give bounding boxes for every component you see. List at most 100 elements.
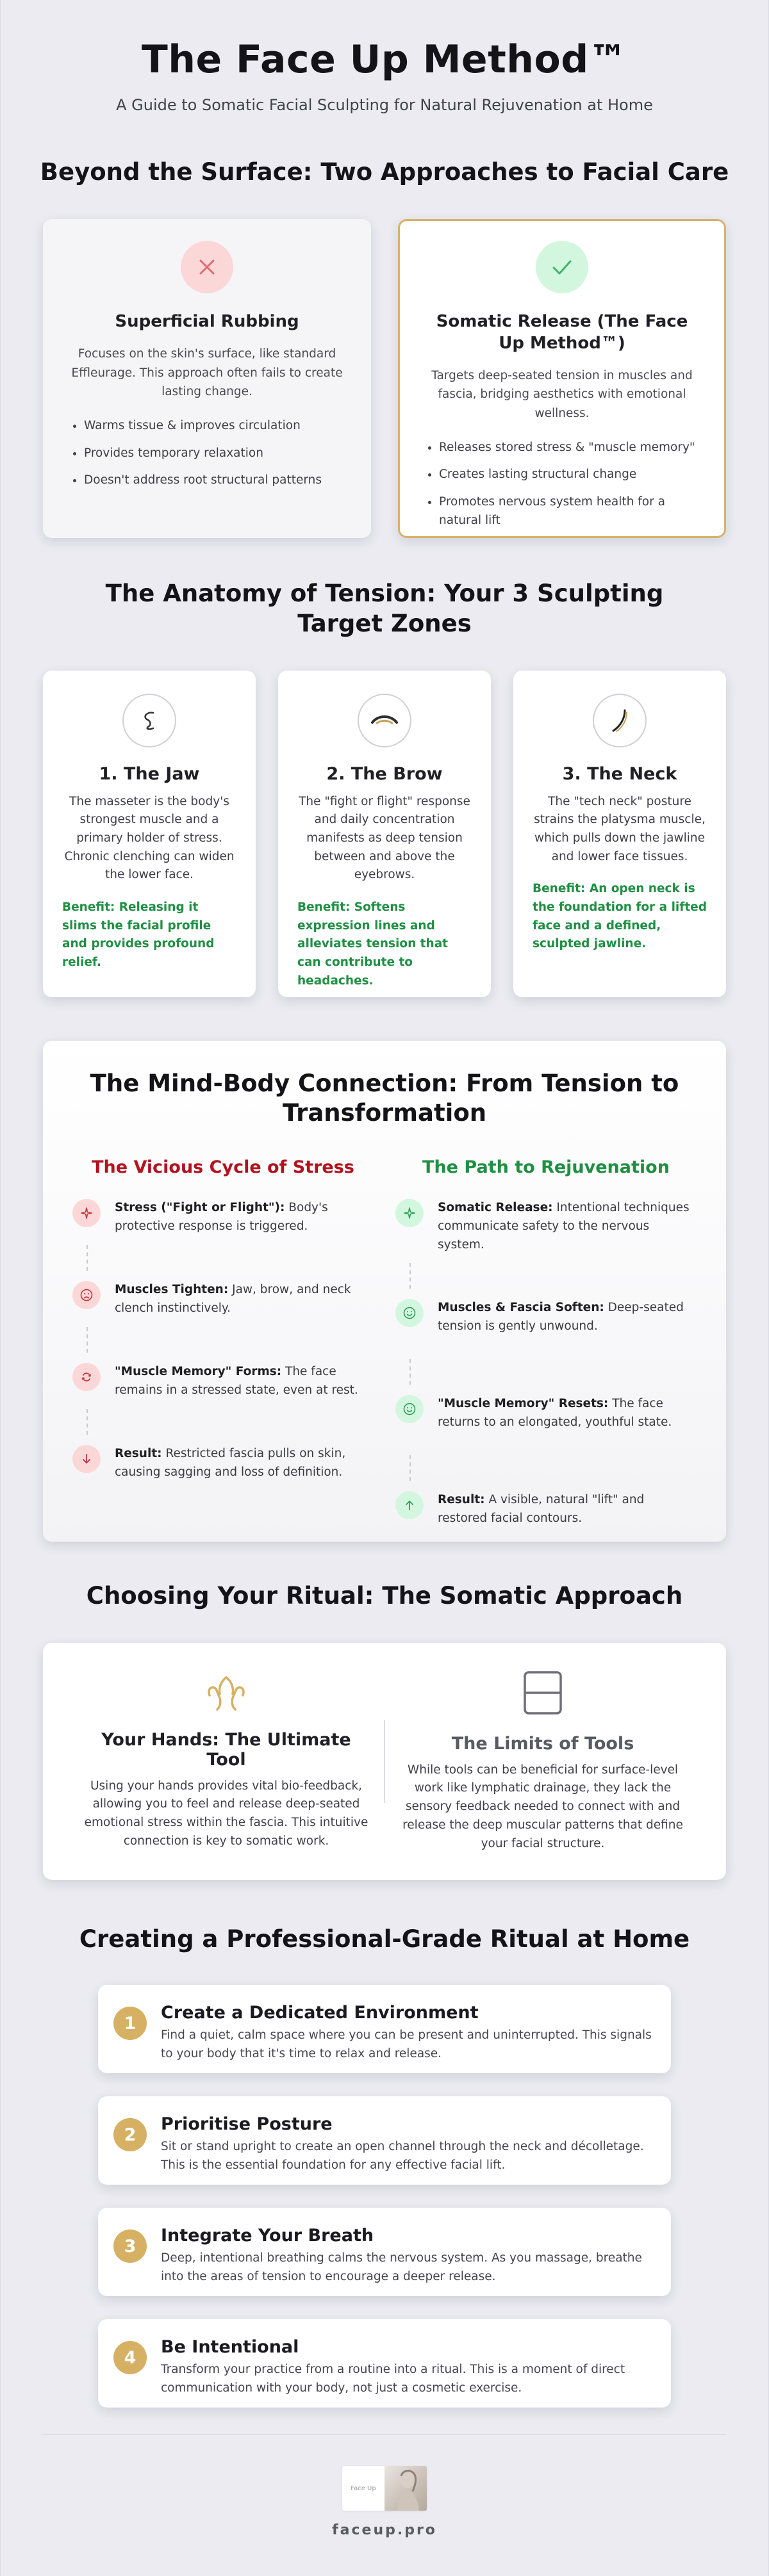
- superficial-description: Focuses on the skin's surface, like stan…: [71, 347, 343, 399]
- zone-description: The "tech neck" posture strains the plat…: [534, 794, 706, 863]
- footer-divider: [43, 2434, 726, 2436]
- logo-photo: [384, 2466, 427, 2511]
- x-icon: [181, 241, 233, 294]
- home-ritual-step: 4 Be Intentional Transform your practice…: [98, 2319, 671, 2408]
- home-ritual-step: 3 Integrate Your Breath Deep, intentiona…: [98, 2208, 671, 2297]
- zone-title: 3. The Neck: [562, 763, 677, 784]
- zone-card-brow: 2. The Brow The "fight or flight" respon…: [278, 670, 491, 997]
- mind-body-title: The Mind-Body Connection: From Tension t…: [90, 1069, 679, 1127]
- mind-body-card: The Mind-Body Connection: From Tension t…: [43, 1040, 726, 1542]
- page-subtitle: A Guide to Somatic Facial Sculpting for …: [116, 96, 653, 114]
- step-number-badge: 3: [113, 2230, 147, 2263]
- approaches-row: Superficial Rubbing Focuses on the skin'…: [43, 219, 726, 539]
- superficial-card: Superficial Rubbing Focuses on the skin'…: [43, 219, 371, 539]
- zone-benefit: Benefit: Softens expression lines and al…: [297, 901, 449, 988]
- stress-step: Result: Restricted fascia pulls on skin,…: [72, 1445, 374, 1482]
- path-step-text: Somatic Release: Intentional techniques …: [438, 1201, 690, 1251]
- stress-step: "Muscle Memory" Forms: The face remains …: [72, 1363, 374, 1400]
- somatic-card: Somatic Release (The Face Up Method™) Ta…: [398, 219, 726, 539]
- tool-icon: [395, 1670, 690, 1718]
- step-description: Sit or stand upright to create an open c…: [161, 2140, 644, 2172]
- zone-benefit: Benefit: An open neck is the foundation …: [533, 882, 707, 951]
- zone-card-neck: 3. The Neck The "tech neck" posture stra…: [513, 670, 726, 997]
- step-description: Find a quiet, calm space where you can b…: [161, 2028, 652, 2060]
- step-connector: [87, 1327, 88, 1353]
- somatic-description: Targets deep-seated tension in muscles a…: [431, 368, 693, 421]
- zones-row: 1. The Jaw The masseter is the body's st…: [43, 670, 726, 997]
- hands-title: Your Hands: The Ultimate Tool: [101, 1729, 351, 1770]
- step-title: Create a Dedicated Environment: [161, 2003, 479, 2023]
- loop-icon: [72, 1363, 101, 1392]
- mind-body-columns: The Vicious Cycle of Stress Stress ("Fig…: [72, 1157, 697, 1542]
- stress-step: Muscles Tighten: Jaw, brow, and neck cle…: [72, 1281, 374, 1318]
- step-connector: [87, 1245, 88, 1271]
- arrow-down-icon: [72, 1445, 101, 1474]
- smile-icon: [395, 1299, 424, 1328]
- tools-title: The Limits of Tools: [451, 1733, 634, 1754]
- frown-icon: [72, 1281, 101, 1310]
- smile-icon: [395, 1395, 424, 1424]
- sparkle-icon: [395, 1199, 424, 1228]
- page-title: The Face Up Method™: [141, 37, 628, 82]
- step-title: Integrate Your Breath: [161, 2226, 374, 2246]
- stress-cycle-column: The Vicious Cycle of Stress Stress ("Fig…: [72, 1157, 374, 1542]
- step-number-badge: 4: [113, 2341, 147, 2375]
- step-connector: [409, 1359, 411, 1385]
- zone-benefit: Benefit: Releasing it slims the facial p…: [62, 901, 215, 970]
- tools-description: While tools can be beneficial for surfac…: [402, 1763, 683, 1850]
- step-description: Deep, intentional breathing calms the ne…: [161, 2251, 642, 2283]
- ritual-card: Your Hands: The Ultimate Tool Using your…: [43, 1643, 726, 1880]
- rejuvenation-heading: The Path to Rejuvenation: [422, 1157, 670, 1178]
- stress-step-text: "Muscle Memory" Forms: The face remains …: [115, 1365, 358, 1397]
- path-step-text: Muscles & Fascia Soften: Deep-seated ten…: [438, 1301, 684, 1333]
- list-item: Provides temporary relaxation: [84, 444, 345, 463]
- hands-column: Your Hands: The Ultimate Tool Using your…: [69, 1672, 384, 1851]
- home-ritual-title: Creating a Professional-Grade Ritual at …: [79, 1925, 690, 1953]
- list-item: Releases stored stress & "muscle memory": [439, 439, 700, 457]
- list-item: Doesn't address root structural patterns: [84, 471, 345, 490]
- path-step-text: Result: A visible, natural "lift" and re…: [438, 1493, 645, 1525]
- step-connector: [409, 1455, 411, 1481]
- zone-description: The "fight or flight" response and daily…: [299, 794, 470, 882]
- ritual-title: Choosing Your Ritual: The Somatic Approa…: [86, 1581, 683, 1610]
- jaw-icon: [122, 693, 176, 747]
- path-step: "Muscle Memory" Resets: The face returns…: [395, 1395, 697, 1446]
- superficial-title: Superficial Rubbing: [115, 312, 299, 332]
- stress-step-text: Muscles Tighten: Jaw, brow, and neck cle…: [115, 1283, 351, 1315]
- stress-step-text: Result: Restricted fascia pulls on skin,…: [115, 1447, 346, 1479]
- path-step: Somatic Release: Intentional techniques …: [395, 1199, 697, 1254]
- zone-card-jaw: 1. The Jaw The masseter is the body's st…: [43, 670, 256, 997]
- step-number-badge: 1: [113, 2007, 147, 2041]
- zones-title: The Anatomy of Tension: Your 3 Sculpting…: [105, 580, 664, 637]
- somatic-title: Somatic Release (The Face Up Method™): [436, 312, 688, 354]
- stress-cycle-heading: The Vicious Cycle of Stress: [92, 1157, 354, 1178]
- path-step: Muscles & Fascia Soften: Deep-seated ten…: [395, 1299, 697, 1350]
- logo-text: Face Up: [351, 2484, 376, 2492]
- list-item: Creates lasting structural change: [439, 466, 700, 484]
- stress-step: Stress ("Fight or Flight"): Body's prote…: [72, 1199, 374, 1236]
- hands-icon: [79, 1672, 374, 1715]
- arrow-up-icon: [395, 1491, 424, 1520]
- footer-logo[interactable]: Face Up: [342, 2466, 427, 2511]
- zone-description: The masseter is the body's strongest mus…: [64, 794, 235, 882]
- path-step-text: "Muscle Memory" Resets: The face returns…: [438, 1397, 672, 1429]
- home-ritual-steps: 1 Create a Dedicated Environment Find a …: [98, 1985, 671, 2408]
- sparkle-icon: [72, 1199, 101, 1228]
- step-connector: [409, 1263, 411, 1289]
- home-ritual-step: 2 Prioritise Posture Sit or stand uprigh…: [98, 2096, 671, 2185]
- list-item: Warms tissue & improves circulation: [84, 417, 345, 436]
- zone-title: 2. The Brow: [326, 763, 443, 784]
- hands-description: Using your hands provides vital bio-feed…: [84, 1779, 368, 1848]
- step-title: Prioritise Posture: [161, 2114, 333, 2135]
- step-title: Be Intentional: [161, 2337, 299, 2358]
- footer-url[interactable]: faceup.pro: [332, 2522, 437, 2539]
- step-connector: [87, 1409, 88, 1435]
- stress-step-text: Stress ("Fight or Flight"): Body's prote…: [115, 1201, 328, 1233]
- ritual-divider: [384, 1720, 385, 1803]
- path-step: Result: A visible, natural "lift" and re…: [395, 1491, 697, 1542]
- brow-icon: [358, 693, 411, 747]
- approaches-title: Beyond the Surface: Two Approaches to Fa…: [40, 158, 729, 186]
- zone-title: 1. The Jaw: [99, 763, 200, 784]
- home-ritual-step: 1 Create a Dedicated Environment Find a …: [98, 1985, 671, 2074]
